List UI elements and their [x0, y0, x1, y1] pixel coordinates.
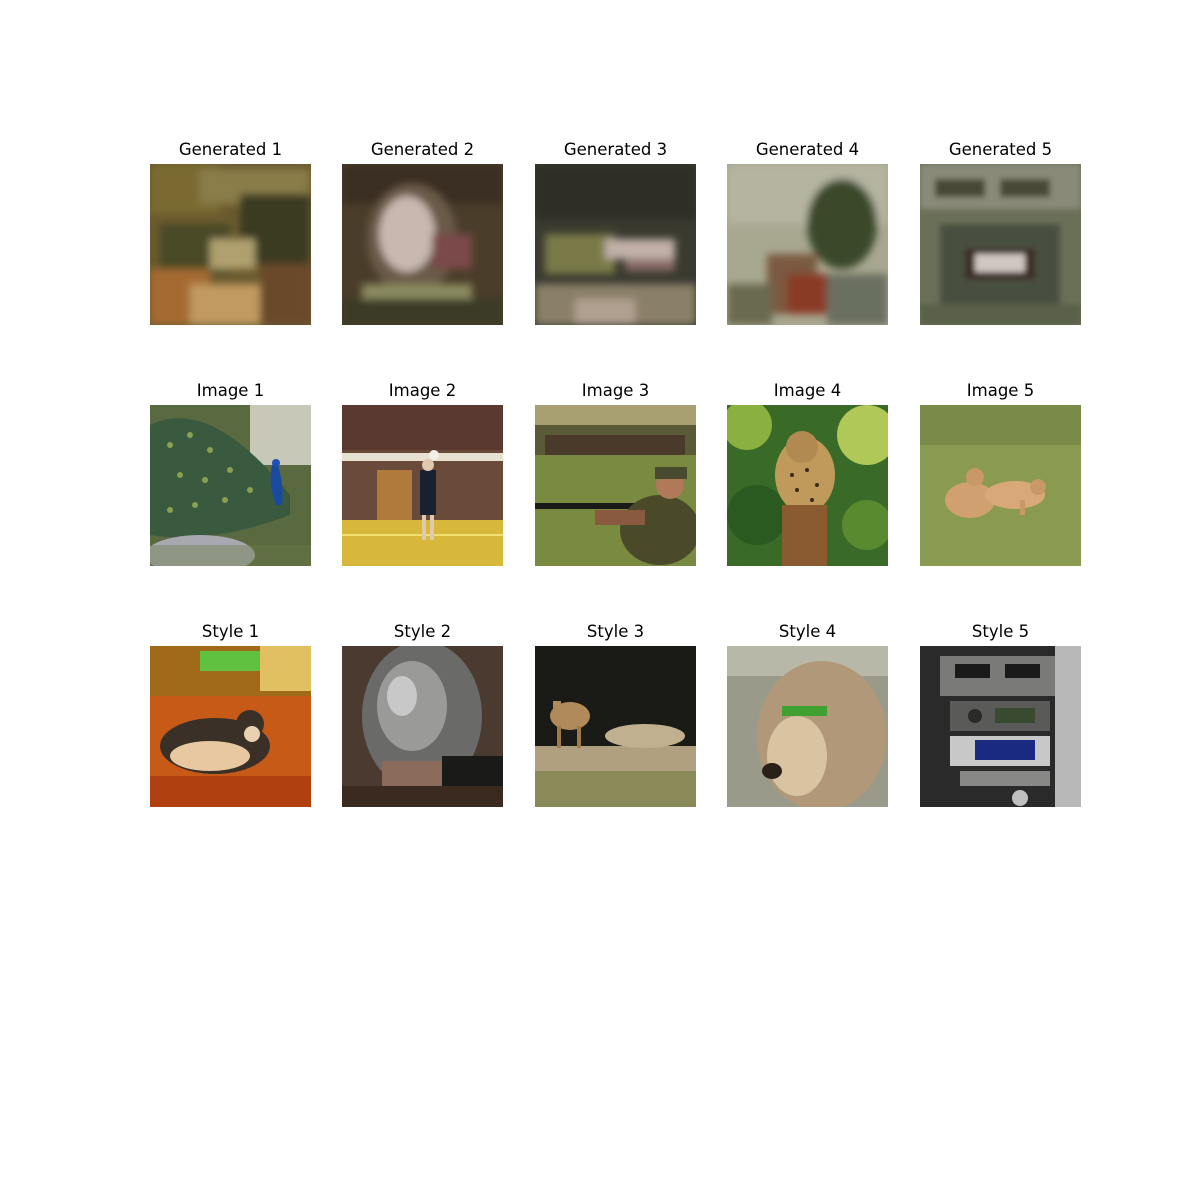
content-image-1	[150, 405, 311, 566]
panel-title: Generated 3	[563, 140, 668, 159]
style-panel-5: Style 5	[920, 620, 1081, 807]
panel-title: Image 2	[388, 381, 457, 400]
image-panel-5: Image 5	[920, 379, 1081, 566]
generated-image-3	[535, 164, 696, 325]
image-panel-4: Image 4	[727, 379, 888, 566]
panel-title: Style 4	[778, 622, 837, 641]
panel-title: Style 3	[586, 622, 645, 641]
generated-image-4	[727, 164, 888, 325]
style-panel-2: Style 2	[342, 620, 503, 807]
panel-title: Generated 2	[370, 140, 475, 159]
generated-panel-1: Generated 1	[150, 138, 311, 325]
content-image-2	[342, 405, 503, 566]
style-panel-3: Style 3	[535, 620, 696, 807]
style-image-2	[342, 646, 503, 807]
generated-panel-2: Generated 2	[342, 138, 503, 325]
style-image-5	[920, 646, 1081, 807]
generated-panel-4: Generated 4	[727, 138, 888, 325]
panel-title: Style 1	[201, 622, 260, 641]
panel-title: Image 4	[773, 381, 842, 400]
panel-title: Image 3	[581, 381, 650, 400]
generated-panel-3: Generated 3	[535, 138, 696, 325]
style-row: Style 1 Style 2	[150, 620, 1081, 810]
content-image-5	[920, 405, 1081, 566]
content-image-4	[727, 405, 888, 566]
generated-image-5	[920, 164, 1081, 325]
generated-panel-5: Generated 5	[920, 138, 1081, 325]
generated-image-1	[150, 164, 311, 325]
panel-title: Generated 5	[948, 140, 1053, 159]
generated-image-2	[342, 164, 503, 325]
image-panel-3: Image 3	[535, 379, 696, 566]
style-image-4	[727, 646, 888, 807]
image-panel-1: Image 1	[150, 379, 311, 566]
panel-title: Generated 1	[178, 140, 283, 159]
panel-title: Style 2	[393, 622, 452, 641]
image-panel-2: Image 2	[342, 379, 503, 566]
panel-title: Image 1	[196, 381, 265, 400]
style-image-3	[535, 646, 696, 807]
panel-title: Style 5	[971, 622, 1030, 641]
style-panel-4: Style 4	[727, 620, 888, 807]
generated-row: Generated 1 Generated 2	[150, 138, 1081, 328]
content-image-3	[535, 405, 696, 566]
panel-title: Generated 4	[755, 140, 860, 159]
style-image-1	[150, 646, 311, 807]
panel-title: Image 5	[966, 381, 1035, 400]
image-row: Image 1 Image 2	[150, 379, 1081, 569]
style-panel-1: Style 1	[150, 620, 311, 807]
